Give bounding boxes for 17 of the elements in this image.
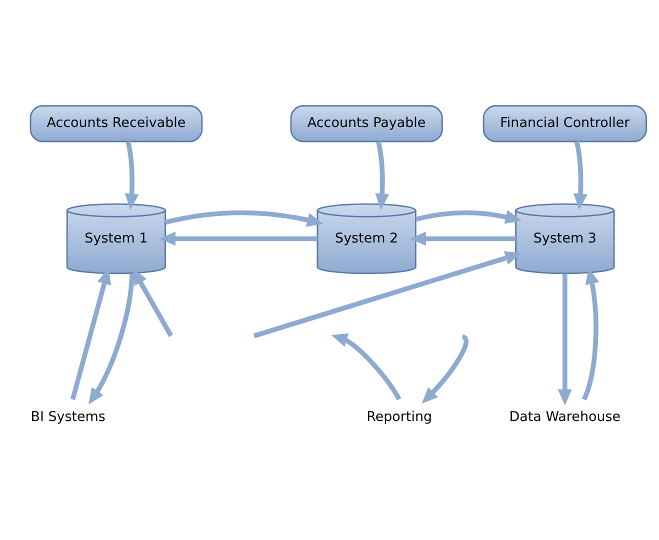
- arrow: [410, 231, 516, 246]
- arrow: [422, 334, 468, 404]
- arrow: [124, 140, 139, 210]
- arrow: [375, 140, 390, 210]
- node-text: Reporting: [366, 408, 432, 424]
- node-box: Accounts Payable: [290, 104, 443, 142]
- arrow: [253, 250, 522, 338]
- arrow: [331, 332, 402, 400]
- node-text: Data Warehouse: [509, 408, 621, 424]
- node-box: Financial Controller: [482, 104, 647, 142]
- arrow: [558, 273, 572, 406]
- arrow: [159, 231, 318, 246]
- node-box: Accounts Receivable: [30, 104, 203, 142]
- arrow: [415, 210, 522, 224]
- node-text: BI Systems: [30, 408, 106, 424]
- arrow: [573, 140, 588, 210]
- arrow: [164, 210, 324, 226]
